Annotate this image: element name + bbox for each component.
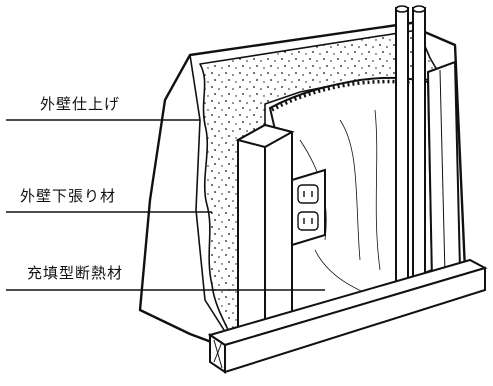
label-fill-insulation: 充填型断熱材 (27, 264, 124, 282)
leader-lines (6, 119, 325, 291)
label-exterior-finish: 外壁仕上げ (40, 95, 121, 113)
label-exterior-sheathing: 外壁下張り材 (20, 187, 117, 205)
vertical-pipes (395, 5, 426, 309)
sill-plate (207, 258, 488, 374)
electrical-outlet-box (291, 168, 326, 247)
